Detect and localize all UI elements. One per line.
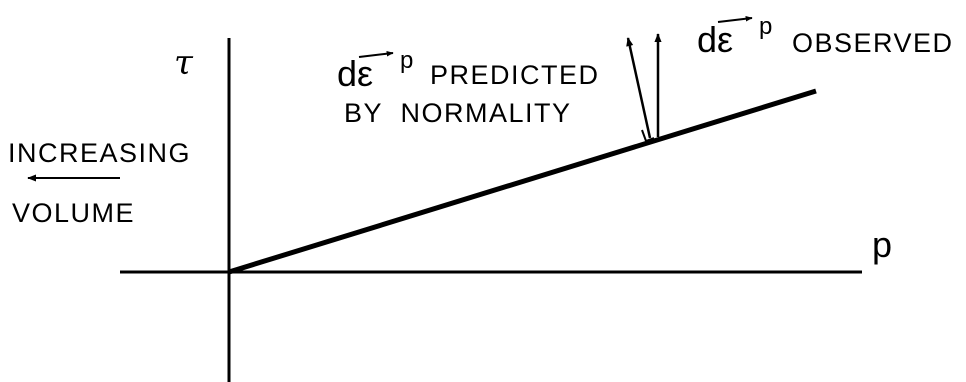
predicted-strain-symbol: dε (337, 53, 373, 94)
observed-strain-superscript: p (759, 13, 772, 40)
observed-strain-symbol: dε (697, 19, 733, 60)
right-angle-marker (641, 129, 655, 143)
increasing-label: INCREASING (8, 138, 191, 168)
tau-axis-label: τ (174, 43, 194, 83)
predicted-vector-bar (358, 50, 394, 58)
by-normality-label: BY NORMALITY (344, 98, 572, 128)
volume-label: VOLUME (12, 198, 135, 228)
yield-line (228, 88, 817, 275)
observed-label: OBSERVED (792, 28, 954, 58)
observed-vector-bar (717, 15, 753, 23)
p-axis-label: p (872, 224, 892, 265)
predicted-strain-superscript: p (400, 47, 413, 74)
predicted-label: PREDICTED (430, 60, 600, 90)
predicted-strain-arrow (626, 37, 652, 139)
